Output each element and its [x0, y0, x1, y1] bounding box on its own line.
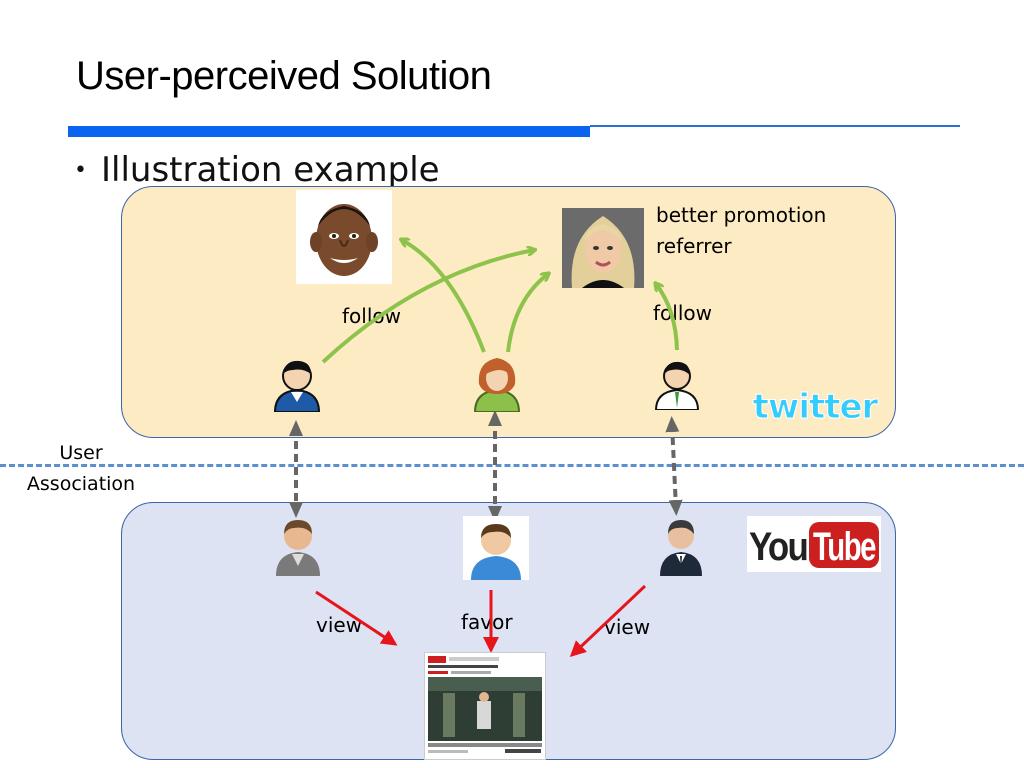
user-icon-blue [273, 360, 321, 412]
twitter-logo-text: twitter [753, 387, 879, 427]
twitter-logo: twitter [752, 387, 880, 427]
youtube-logo-tube: Tube [813, 525, 876, 569]
title-underline-thin [590, 125, 960, 127]
user-icon-grey [276, 520, 320, 576]
view-arrow-left [315, 590, 398, 646]
label-follow-right: follow [653, 301, 712, 325]
user-icon-suit [660, 520, 702, 576]
user-association-label: User Association [16, 438, 146, 500]
title-underline-thick [68, 126, 590, 137]
celebrity-photo-2 [562, 208, 644, 288]
slide-title: User-perceived Solution [76, 54, 492, 98]
label-better-promotion: better promotion [656, 203, 827, 227]
bullet-dot: • [74, 158, 87, 183]
celebrity-photo-1 [296, 190, 392, 284]
user-icon-blue-shirt-frame [463, 516, 529, 580]
view-arrow-right [569, 584, 647, 658]
follow-arrow-1 [321, 250, 534, 364]
follow-arrow-2 [402, 240, 486, 353]
user-icon-female [473, 358, 521, 412]
association-divider [0, 464, 1024, 467]
follow-arrow-3 [506, 274, 548, 353]
follow-arrow-4 [656, 284, 679, 351]
bullet-text: Illustration example [100, 150, 440, 190]
user-association-line-2: Association [26, 473, 136, 495]
label-favor: favor [461, 610, 513, 634]
label-referrer: referrer [656, 234, 732, 258]
user-association-line-1: User [59, 442, 103, 464]
youtube-logo-you: You [749, 525, 807, 569]
user-icon-green-tie [654, 361, 700, 410]
association-arrow-3 [665, 416, 683, 516]
video-thumbnail[interactable] [424, 652, 546, 760]
bullet-item: • Illustration example [74, 150, 440, 190]
youtube-logo: You Tube [747, 516, 881, 572]
user-icon-blue-shirt [471, 524, 521, 580]
